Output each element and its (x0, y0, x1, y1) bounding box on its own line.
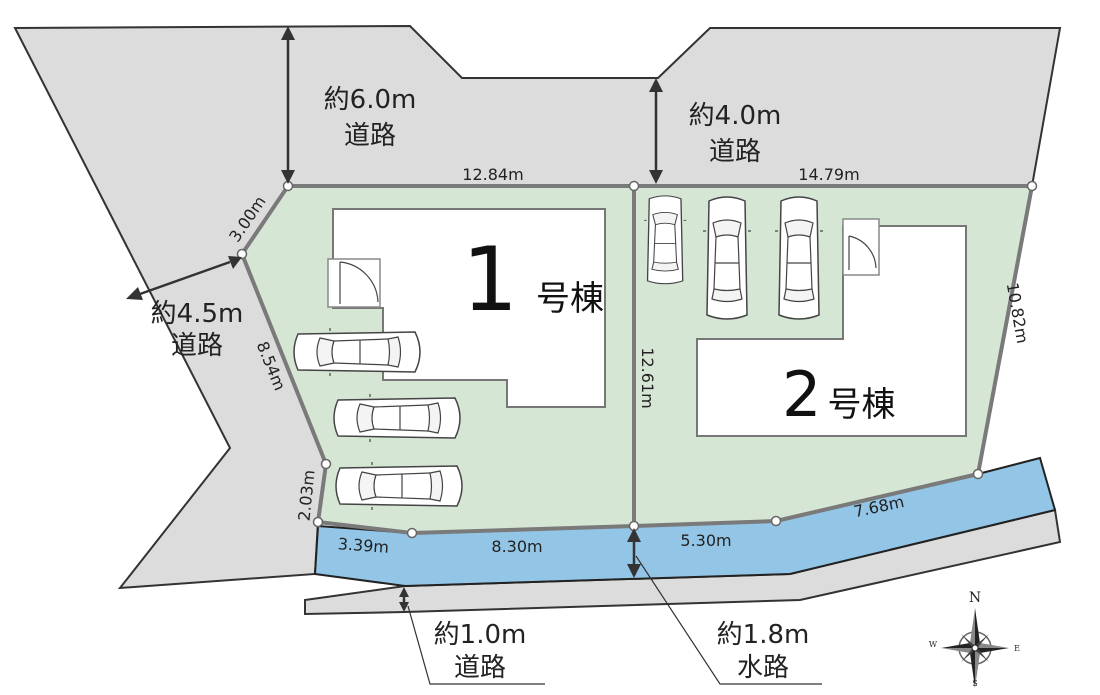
parking-car (774, 196, 824, 320)
entrance-1 (327, 258, 381, 308)
svg-text:E: E (1014, 644, 1020, 653)
parking-car (333, 393, 461, 443)
channel-kind: 水路 (737, 653, 789, 683)
door-swing-1 (339, 261, 379, 304)
road-west-width: 約4.5m (151, 299, 244, 329)
compass-rose-icon: N S E W (929, 590, 1020, 688)
road-south-width: 約1.0m (434, 620, 527, 650)
lot-boundary (240, 184, 1034, 535)
road-south-kind: 道路 (454, 653, 506, 683)
boundary-vertices (236, 180, 1038, 539)
svg-text:N: N (969, 590, 981, 606)
south-road-leader (407, 605, 545, 685)
dim-divider: 12.61m (638, 347, 657, 408)
dim-bottom-3: 5.30m (680, 531, 731, 550)
channel-width-arrow (627, 528, 641, 578)
parking-car (702, 196, 752, 320)
parking-car (335, 461, 463, 511)
channel-width: 約1.8m (717, 620, 810, 650)
road-west-kind: 道路 (171, 331, 223, 361)
road-north-right-width: 約4.0m (689, 101, 782, 131)
dim-top-right: 14.79m (798, 165, 859, 184)
road-north-left-kind: 道路 (344, 121, 396, 151)
dim-bottom-2: 8.30m (491, 537, 542, 556)
road-west-arrow (126, 256, 242, 300)
dim-bottom-1: 3.39m (337, 534, 389, 557)
parking-car (293, 327, 421, 377)
dim-top-left: 12.84m (462, 165, 523, 184)
road-north-left-width: 約6.0m (324, 85, 417, 115)
building-2-footprint (696, 225, 967, 437)
parking-car (643, 195, 687, 285)
door-swing-2 (848, 235, 877, 270)
road-south-arrow (399, 587, 409, 612)
road-north-left-arrow (281, 26, 295, 184)
road-north-right-arrow (649, 78, 663, 184)
road-north-right-kind: 道路 (709, 137, 761, 167)
svg-text:S: S (972, 679, 977, 688)
svg-text:W: W (929, 640, 938, 649)
channel-leader (635, 555, 822, 685)
